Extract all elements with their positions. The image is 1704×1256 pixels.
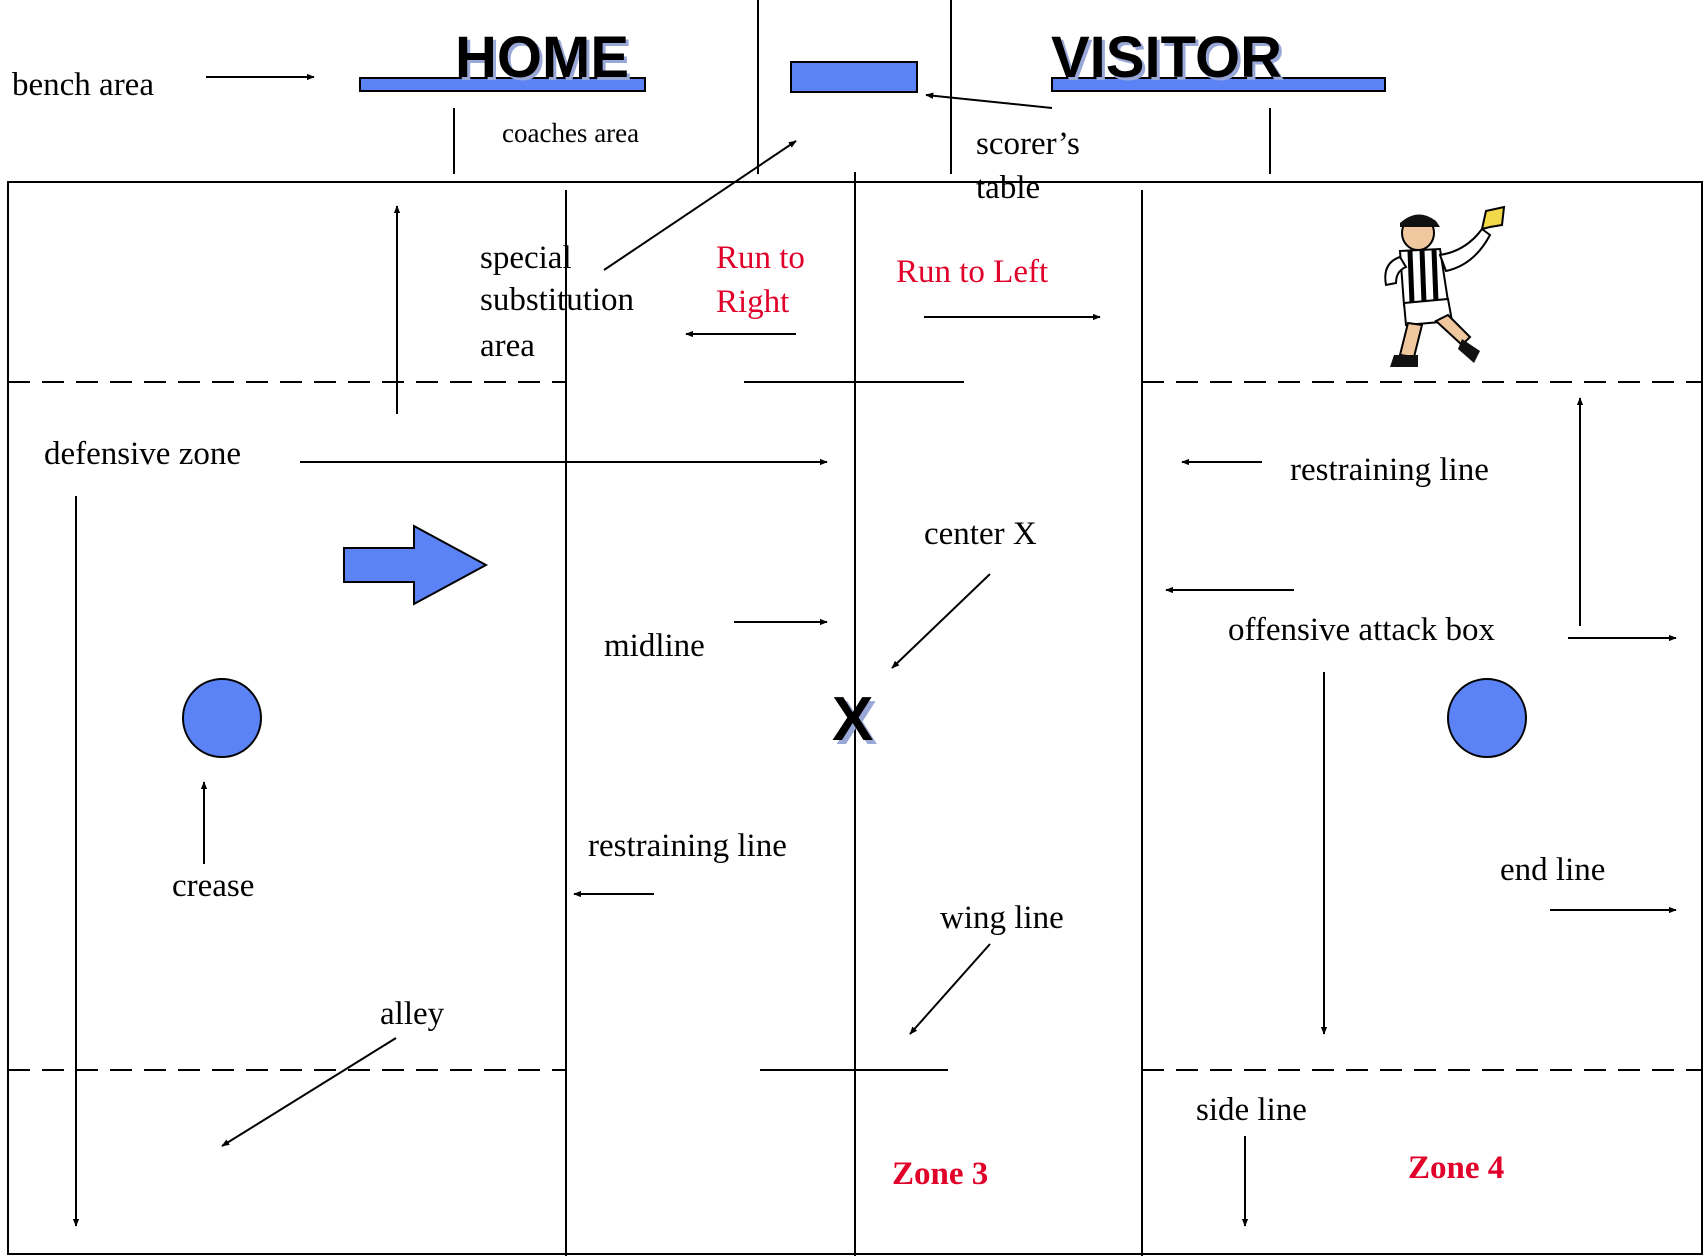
end-line-label: end line xyxy=(1500,852,1605,888)
bench-area-label: bench area xyxy=(12,67,154,103)
side-line-label: side line xyxy=(1196,1092,1307,1128)
crease-label: crease xyxy=(172,868,254,904)
midline-label: midline xyxy=(604,628,705,664)
run-left-label: Run to Left xyxy=(896,254,1048,290)
scorers-table-label-2: table xyxy=(976,170,1040,206)
direction-arrow-icon xyxy=(343,524,489,606)
center-x-mark: X xyxy=(832,685,873,754)
arrow-scorers-table xyxy=(925,92,1053,109)
restraining-line-left-label: restraining line xyxy=(588,828,787,864)
run-right-label-2: Right xyxy=(716,284,789,320)
arrow-center-x xyxy=(891,573,991,669)
special-sub-label-3: area xyxy=(480,328,535,364)
restraining-line-right-label: restraining line xyxy=(1290,452,1489,488)
defensive-zone-label: defensive zone xyxy=(44,436,241,472)
center-x-mark-shadow: X xyxy=(836,689,877,758)
run-right-label-1: Run to xyxy=(716,240,805,276)
arrow-special-sub xyxy=(603,140,797,271)
crease-circle-right xyxy=(1447,678,1527,758)
center-x-label: center X xyxy=(924,516,1037,552)
visitor-title-shadow: VISITOR xyxy=(1054,28,1285,93)
home-title-shadow: HOME xyxy=(458,28,632,93)
wing-line-label: wing line xyxy=(940,900,1064,936)
offensive-attack-box-label: offensive attack box xyxy=(1228,612,1495,648)
scorers-table-label-1: scorer’s xyxy=(976,126,1080,162)
special-sub-label-1: special xyxy=(480,240,572,276)
special-sub-label-2: substitution xyxy=(480,282,634,318)
referee-icon xyxy=(1384,205,1506,367)
scorers-table xyxy=(790,61,918,93)
home-bench xyxy=(359,77,646,92)
visitor-bench xyxy=(1051,77,1386,92)
arrow-alley xyxy=(221,1037,397,1147)
coaches-area-label: coaches area xyxy=(502,118,639,148)
visitor-title: VISITOR xyxy=(1051,25,1282,90)
arrow-wing-line xyxy=(909,943,991,1035)
zone-4-label: Zone 4 xyxy=(1408,1150,1504,1186)
zone-3-label: Zone 3 xyxy=(892,1156,988,1192)
home-title: HOME xyxy=(455,25,629,90)
crease-circle-left xyxy=(182,678,262,758)
alley-label: alley xyxy=(380,996,445,1032)
